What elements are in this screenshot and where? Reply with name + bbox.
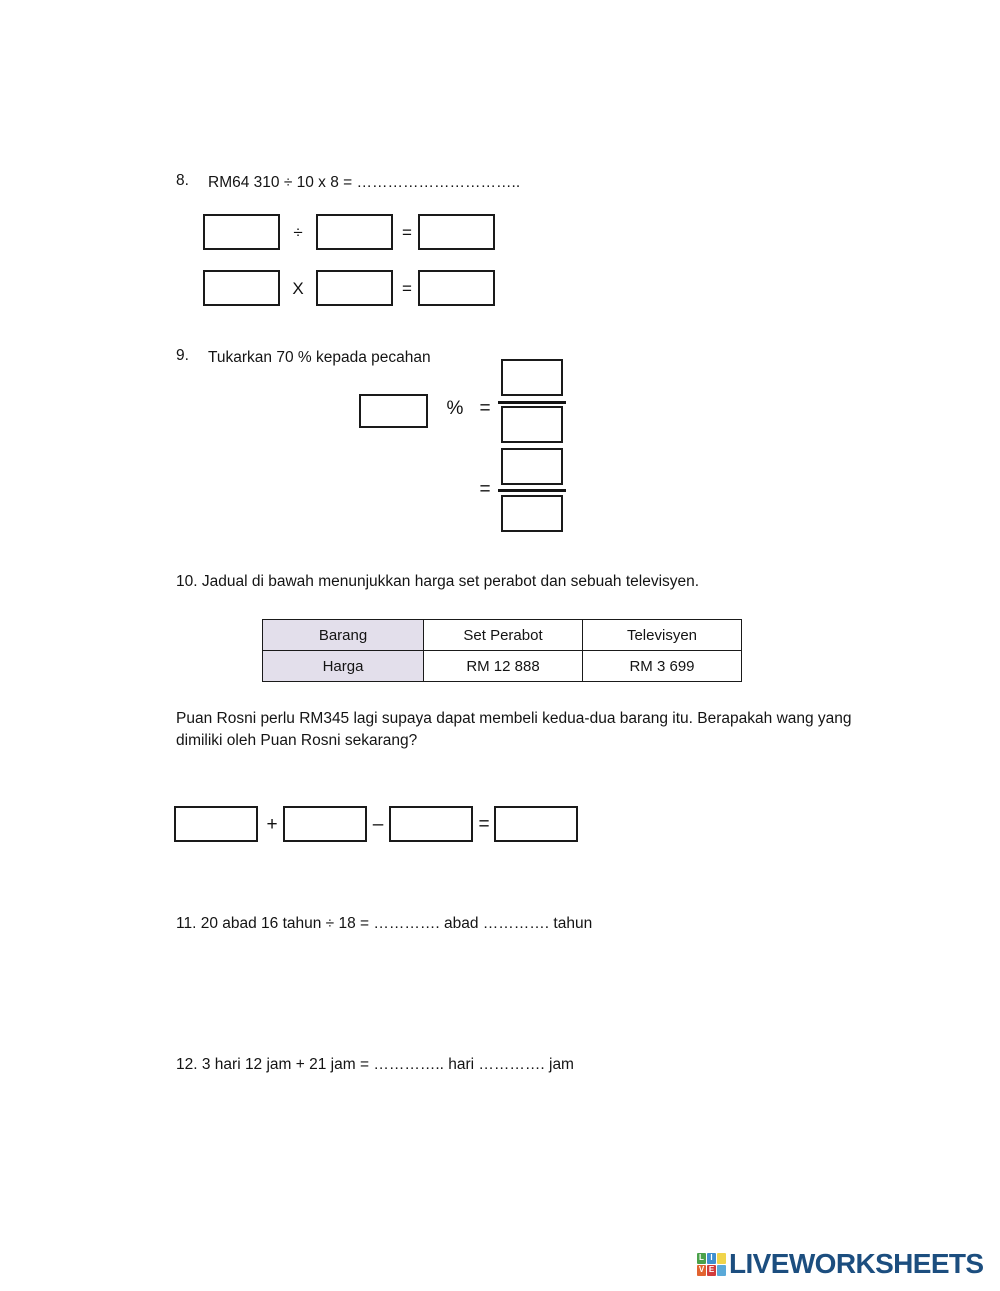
q8-row2-box1[interactable] [203,270,280,306]
logo-tiles-icon: L I V E [697,1252,726,1276]
q9-percent-box[interactable] [359,394,428,428]
table-row-label: Barang [262,619,424,651]
table-cell: Televisyen [582,619,742,651]
logo-tile: V [697,1264,706,1276]
q8-row2-box3[interactable] [418,270,495,306]
q9-fraction1-bar [498,401,566,404]
logo-tile: L [697,1252,706,1264]
q8-row2-operator-multiply: X [292,279,304,298]
q8-row1-operator-divide: ÷ [293,223,303,242]
q10-operator-equals: = [478,814,490,835]
q10-box3[interactable] [389,806,473,842]
q9-equals-2: = [479,479,491,500]
table-row: Barang Set Perabot Televisyen [262,619,742,651]
price-table: Barang Set Perabot Televisyen Harga RM 1… [262,619,742,682]
q8-row1-box1[interactable] [203,214,280,250]
question-10-body: Puan Rosni perlu RM345 lagi supaya dapat… [176,710,852,749]
table-cell: RM 3 699 [582,650,742,682]
q9-fraction1-numerator-box[interactable] [501,359,563,396]
q8-row1-box3[interactable] [418,214,495,250]
question-10-number: 10. [176,573,202,590]
question-9-prompt: Tukarkan 70 % kepada pecahan [208,349,431,366]
table-cell: RM 12 888 [423,650,583,682]
question-8-prompt: RM64 310 ÷ 10 x 8 = ………………………….. [208,174,521,191]
logo-tile [717,1264,726,1276]
q8-row2-operator-equals: = [402,279,412,298]
q9-fraction1-denominator-box[interactable] [501,406,563,443]
q8-row2-box2[interactable] [316,270,393,306]
question-11-number: 11. [176,915,201,932]
q10-operator-minus: – [372,814,384,835]
logo-tile: E [707,1264,716,1276]
q10-box1[interactable] [174,806,258,842]
table-row: Harga RM 12 888 RM 3 699 [262,650,742,682]
logo-wordmark: LIVEWORKSHEETS [729,1248,984,1279]
q9-fraction2-bar [498,489,566,492]
logo-tile: I [707,1252,716,1264]
q8-row1-operator-equals: = [402,223,412,242]
table-cell: Set Perabot [423,619,583,651]
q10-box2[interactable] [283,806,367,842]
question-12-prompt: 3 hari 12 jam + 21 jam = ………….. hari ………… [201,1056,574,1073]
question-11-prompt: 20 abad 16 tahun ÷ 18 = …………. abad ………….… [200,915,593,932]
question-12-number: 12. [176,1056,202,1073]
q10-box4[interactable] [494,806,578,842]
table-row-label: Harga [262,650,424,682]
q8-row1-box2[interactable] [316,214,393,250]
liveworksheets-logo[interactable]: L I V E LIVEWORKSHEETS [697,1250,984,1278]
question-9-number: 9. [176,347,189,364]
q9-percent-symbol: % [446,398,464,419]
question-8-number: 8. [176,172,189,189]
question-12-line: 12. 3 hari 12 jam + 21 jam = ………….. hari… [176,1054,574,1076]
question-10-prompt-line: 10. Jadual di bawah menunjukkan harga se… [176,571,699,593]
logo-tile [717,1252,726,1264]
q10-operator-plus: + [266,814,278,835]
q9-fraction2-numerator-box[interactable] [501,448,563,485]
q9-equals-1: = [479,398,491,419]
question-11-line: 11. 20 abad 16 tahun ÷ 18 = …………. abad …… [176,913,592,935]
q9-fraction2-denominator-box[interactable] [501,495,563,532]
question-10-prompt: Jadual di bawah menunjukkan harga set pe… [201,573,700,590]
